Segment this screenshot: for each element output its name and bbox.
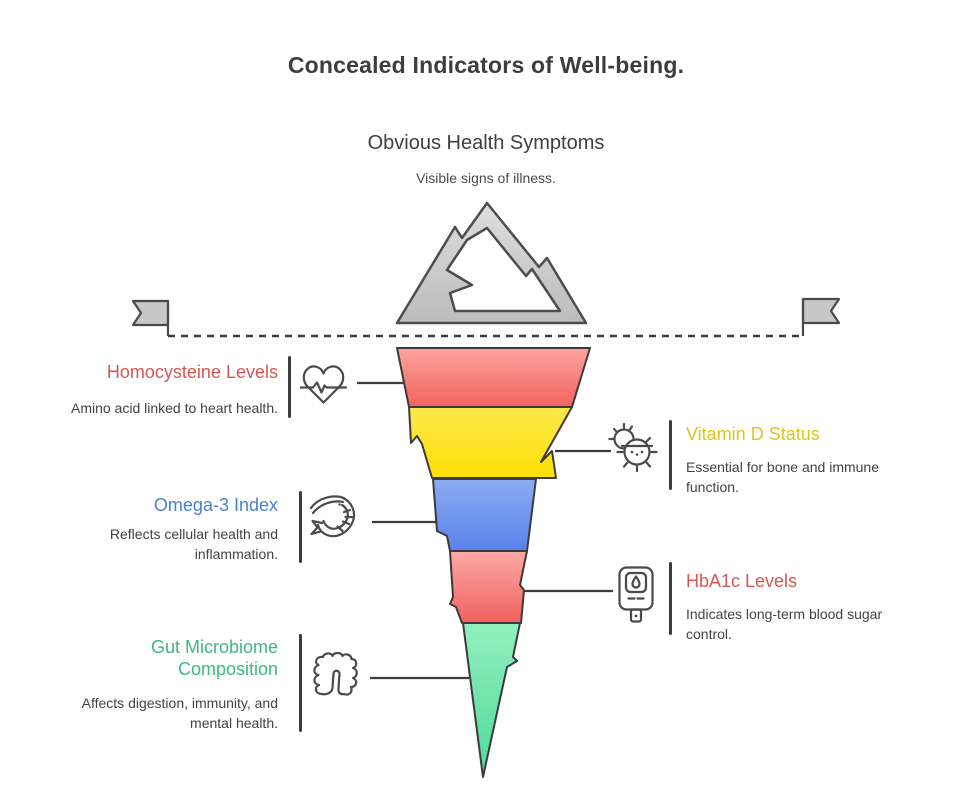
callout-hba1c-levels: HbA1c Levels Indicates long-term blood s… xyxy=(686,570,924,644)
callout-label-vitamin-d: Vitamin D Status xyxy=(686,424,820,444)
callout-description-homocysteine: Amino acid linked to heart health. xyxy=(70,400,278,416)
surface-subheading: Visible signs of illness. xyxy=(416,170,556,186)
callout-gut-microbiome: Gut Microbiome Composition Affects diges… xyxy=(40,636,278,733)
callout-vitamin-d-status: Vitamin D Status Essential for bone and … xyxy=(686,423,924,497)
funnel-segment-omega-3-index xyxy=(432,478,537,552)
callout-homocysteine-levels: Homocysteine Levels Amino acid linked to… xyxy=(40,361,278,418)
waterline xyxy=(131,297,841,338)
callout-divider-homocysteine xyxy=(288,356,291,418)
callout-divider-gut-microbiome xyxy=(299,634,302,732)
right-flag-icon xyxy=(801,297,841,336)
callout-divider-omega-3 xyxy=(299,491,302,563)
intestine-icon xyxy=(313,651,358,696)
callout-label-hba1c: HbA1c Levels xyxy=(686,571,798,591)
funnel xyxy=(396,347,591,778)
funnel-segment-hba1c-levels xyxy=(449,550,528,624)
surface-heading: Obvious Health Symptoms xyxy=(367,132,605,154)
mountain-inner-shape xyxy=(445,226,562,313)
mountain-icon xyxy=(395,201,588,325)
heart-pulse-icon xyxy=(299,365,348,404)
callout-divider-hba1c xyxy=(669,562,672,635)
left-flag-icon xyxy=(131,299,170,336)
connector-lines xyxy=(357,381,613,680)
callout-label-omega-3: Omega-3 Index xyxy=(153,495,278,515)
funnel-segment-vitamin-d-status xyxy=(408,406,573,479)
sun-icon xyxy=(608,422,658,473)
funnel-segment-homocysteine-levels xyxy=(396,347,591,408)
funnel-segment-gut-microbiome xyxy=(462,622,521,778)
page-title: Concealed Indicators of Well-being. xyxy=(287,52,685,78)
callout-label-gut-microbiome: Gut Microbiome Composition xyxy=(150,637,278,679)
callout-description-gut-microbiome: Affects digestion, immunity, and mental … xyxy=(81,695,278,731)
callout-omega-3-index: Omega-3 Index Reflects cellular health a… xyxy=(40,494,278,564)
callout-label-homocysteine: Homocysteine Levels xyxy=(106,362,278,382)
callout-description-hba1c: Indicates long-term blood sugar control. xyxy=(686,606,883,642)
shrimp-icon xyxy=(309,495,356,538)
callout-description-vitamin-d: Essential for bone and immune function. xyxy=(686,459,879,495)
callout-divider-vitamin-d xyxy=(669,420,672,490)
callout-description-omega-3: Reflects cellular health and inflammatio… xyxy=(109,526,278,562)
glucose-meter-icon xyxy=(618,566,654,623)
